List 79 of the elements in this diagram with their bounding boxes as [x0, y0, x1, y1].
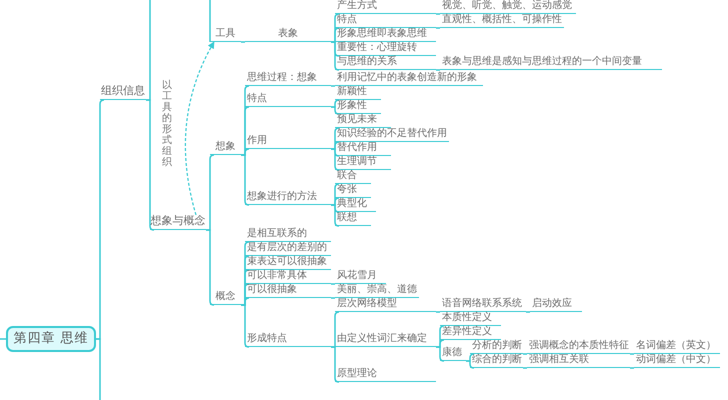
topic-label: 生理调节 — [335, 156, 391, 170]
topic-label: 束表达可以很抽象 — [245, 256, 331, 270]
topic-label: 差异性定义 — [440, 326, 501, 340]
topic-label: 美丽、崇高、道德 — [335, 284, 419, 298]
branch-line — [523, 367, 527, 369]
branch-line — [209, 0, 211, 42]
branch-line — [331, 85, 335, 87]
topic-label: 概念 — [210, 291, 241, 305]
topic-label: 综合的判断 — [470, 354, 523, 368]
branch-line — [436, 69, 440, 71]
topic-label: 典型化 — [335, 198, 376, 212]
topic-label: 名词偏差（英文） — [634, 340, 720, 354]
topic-label: 新颖性 — [335, 86, 381, 100]
branch-line — [241, 41, 245, 43]
topic-label: 重要性：心理旋转 — [335, 42, 436, 56]
branch-line — [523, 353, 527, 355]
topic-label: 风花雪月 — [335, 270, 386, 284]
topic-label: 康德 — [440, 347, 466, 361]
branch-line — [436, 346, 444, 362]
branch-line — [146, 99, 154, 231]
dashed-arrow — [184, 41, 215, 216]
branch-line — [526, 311, 530, 313]
central-topic-box: 第四章 思维 — [6, 326, 96, 352]
topic-label: 原型理论 — [335, 368, 436, 382]
branch-line — [630, 367, 634, 369]
branch-line — [331, 106, 340, 115]
topic-label: 语音网络联系系统 — [440, 298, 526, 312]
topic-label: 组织信息 — [100, 85, 146, 100]
topic-label: 联想 — [335, 212, 371, 226]
topic-label: 直观性、概括性、可操作性 — [440, 14, 564, 28]
topic-label: 表象与思维是感知与思维过程的一个中间变量 — [440, 56, 662, 70]
topic-label: 由定义性词汇来确定 — [335, 333, 436, 347]
branch-line — [241, 304, 250, 348]
topic-label: 本质性定义 — [440, 312, 501, 326]
topic-label: 作用 — [245, 135, 331, 149]
topic-label: 表象 — [245, 28, 331, 42]
topic-label: 形象性 — [335, 100, 381, 114]
branch-line — [331, 204, 340, 227]
topic-label: 动词偏差（中文） — [634, 354, 720, 368]
topic-label: 特点 — [245, 93, 331, 107]
topic-label: 可以很抽象 — [245, 284, 331, 298]
branch-line — [331, 283, 335, 285]
topic-label: 夸张 — [335, 184, 371, 198]
branch-line — [241, 154, 250, 206]
topic-label: 利用记忆中的表象创造新的形象 — [335, 72, 483, 86]
branch-line — [331, 41, 340, 71]
branch-line — [0, 338, 6, 340]
topic-label: 分析的判断 — [470, 340, 523, 354]
topic-label: 强调概念的本质性特征 — [527, 340, 630, 354]
topic-label: 替代作用 — [335, 142, 391, 156]
branch-line — [436, 27, 440, 29]
topic-label: 是有层次的差别的 — [245, 242, 331, 256]
branch-line — [436, 13, 440, 15]
branch-line — [630, 353, 634, 355]
branch-line — [96, 99, 104, 340]
topic-label: 层次网络模型 — [335, 298, 436, 312]
branch-line — [331, 346, 340, 383]
branch-line — [331, 297, 335, 299]
topic-label: 工具 — [210, 28, 241, 42]
topic-label: 与思维的关系 — [335, 56, 436, 70]
topic-label: 可以非常具体 — [245, 270, 331, 284]
topic-label: 形成特点 — [245, 333, 331, 347]
branch-line — [331, 148, 340, 171]
topic-label: 启动效应 — [530, 298, 582, 312]
branch-line — [206, 229, 214, 306]
topic-label: 是相互联系的 — [245, 228, 331, 242]
branch-line — [466, 360, 474, 369]
topic-label: 想象进行的方法 — [245, 191, 331, 205]
topic-label: 形象思维即表象思维 — [335, 28, 436, 42]
topic-label: 视觉、听觉、触觉、运动感觉 — [440, 0, 576, 14]
topic-label: 想象 — [210, 141, 241, 155]
topic-label: 强调相互关联 — [527, 354, 630, 368]
topic-label: 联合 — [335, 170, 371, 184]
topic-label: 知识经验的不足替代作用 — [335, 128, 449, 142]
topic-label: 预见未来 — [335, 114, 391, 128]
topic-label: 特点 — [335, 14, 436, 28]
edge-label: 以工具的形式组织 — [162, 80, 172, 168]
branch-line — [436, 311, 440, 313]
topic-label: 思维过程：想象 — [245, 72, 331, 86]
